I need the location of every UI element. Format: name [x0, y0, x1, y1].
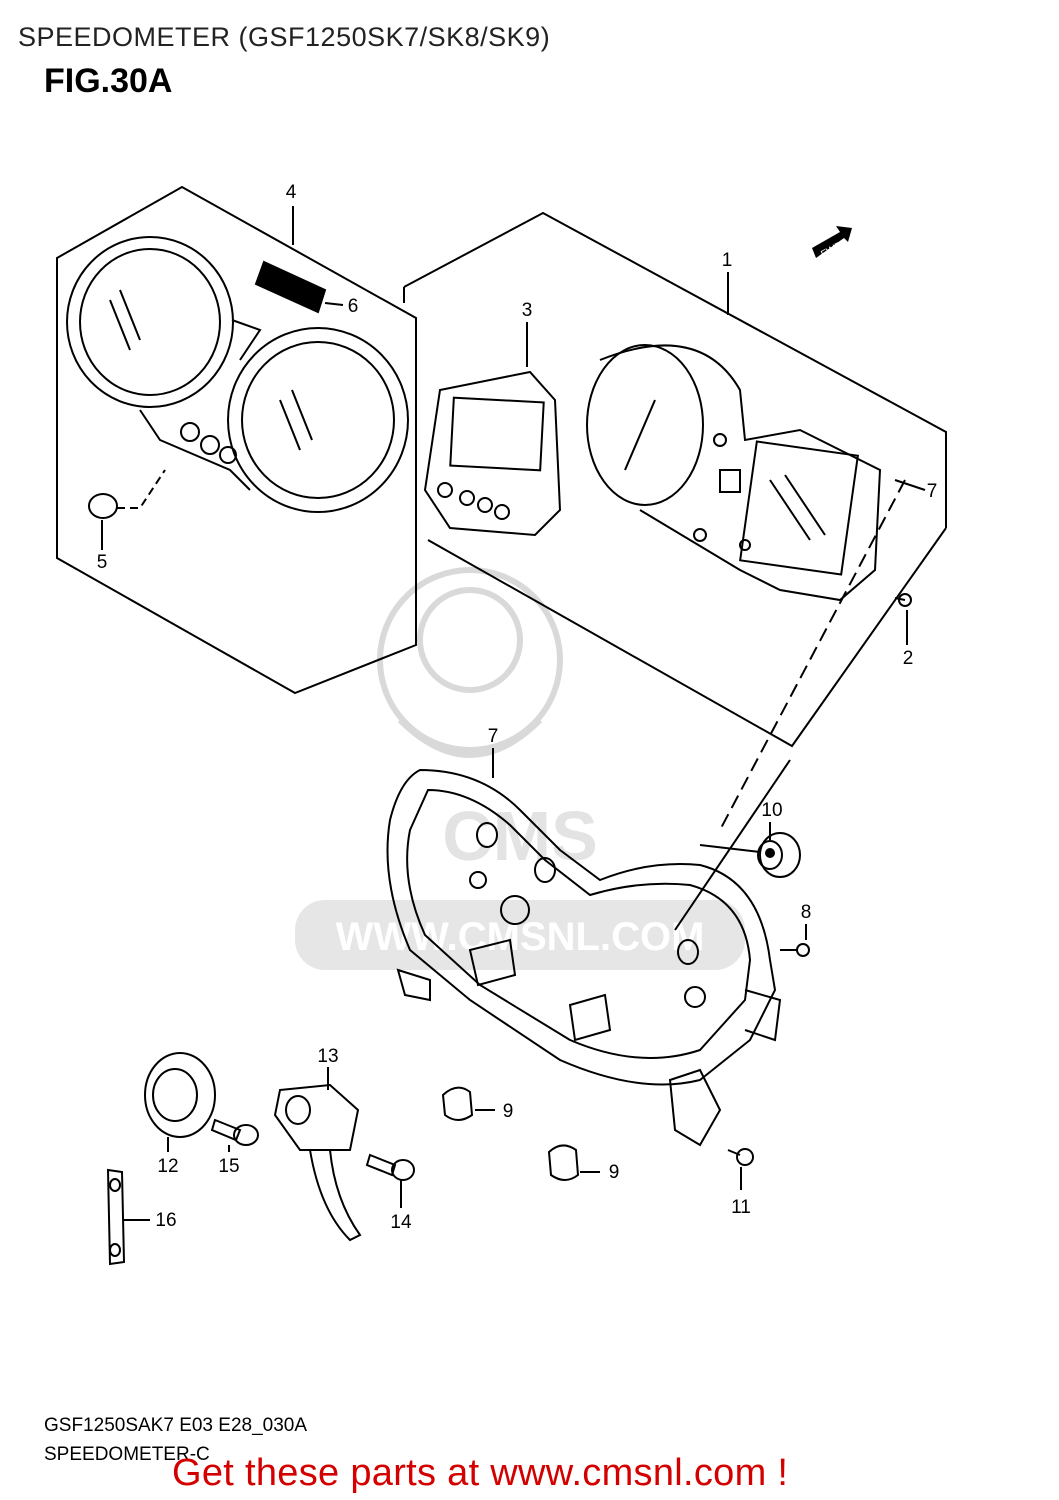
socket-12	[144, 1052, 216, 1138]
indicator-lens	[254, 260, 327, 314]
meter-screw	[894, 593, 912, 607]
diagram-code: GSF1250SAK7 E03 E28_030A	[44, 1415, 308, 1436]
callout-13: 13	[317, 1046, 338, 1067]
meter-case-group	[56, 185, 417, 695]
callout-3: 3	[522, 300, 533, 321]
bolt-14	[365, 1153, 415, 1181]
callout-2: 2	[903, 648, 914, 669]
meter-case	[66, 236, 409, 513]
callout-5: 5	[97, 552, 108, 573]
callout-7-upper: 7	[927, 481, 938, 502]
callout-12: 12	[157, 1156, 178, 1177]
figure-label: FIG.30A	[44, 62, 173, 100]
speedometer-assembly-group	[403, 211, 947, 748]
diagram-name: SPEEDOMETER-C	[44, 1444, 210, 1465]
bolt-15	[210, 1118, 259, 1146]
leader-lines	[101, 206, 926, 1221]
dashed-leader-lines	[719, 479, 906, 831]
cmsnl-watermark: CMS WWW.CMSNL.COM	[295, 567, 745, 970]
callout-6: 6	[348, 296, 359, 317]
callout-7-lower: 7	[488, 726, 499, 747]
watermark-site: WWW.CMSNL.COM	[336, 915, 705, 959]
grommet-10	[757, 832, 801, 878]
callout-15: 15	[218, 1156, 239, 1177]
callout-9-b: 9	[609, 1162, 620, 1183]
callout-4: 4	[286, 182, 297, 203]
screw-8	[780, 943, 810, 957]
speedometer-unit	[586, 344, 882, 602]
callout-10: 10	[761, 800, 782, 821]
cushions-9	[441, 1086, 580, 1181]
callout-14: 14	[390, 1212, 412, 1233]
fwd-arrow: FWD	[812, 226, 852, 260]
callout-16: 16	[155, 1210, 176, 1231]
callout-8: 8	[801, 902, 812, 923]
switch-13	[273, 1083, 362, 1242]
callout-11: 11	[731, 1197, 751, 1218]
callout-9-a: 9	[503, 1101, 514, 1122]
callout-numbers: 1 2 3 4 5 6 7 7 8 9 9 10 11 12 13 14 15 …	[97, 182, 938, 1233]
indicator-bulb	[88, 469, 166, 519]
display-bezel	[423, 370, 562, 537]
callout-1: 1	[722, 250, 733, 271]
page-title: SPEEDOMETER (GSF1250SK7/SK8/SK9)	[18, 22, 551, 52]
promo-link[interactable]: Get these parts at www.cmsnl.com !	[172, 1452, 789, 1494]
bracket-16	[106, 1168, 126, 1266]
meter-housing	[386, 759, 791, 1147]
screw-11	[727, 1148, 754, 1166]
